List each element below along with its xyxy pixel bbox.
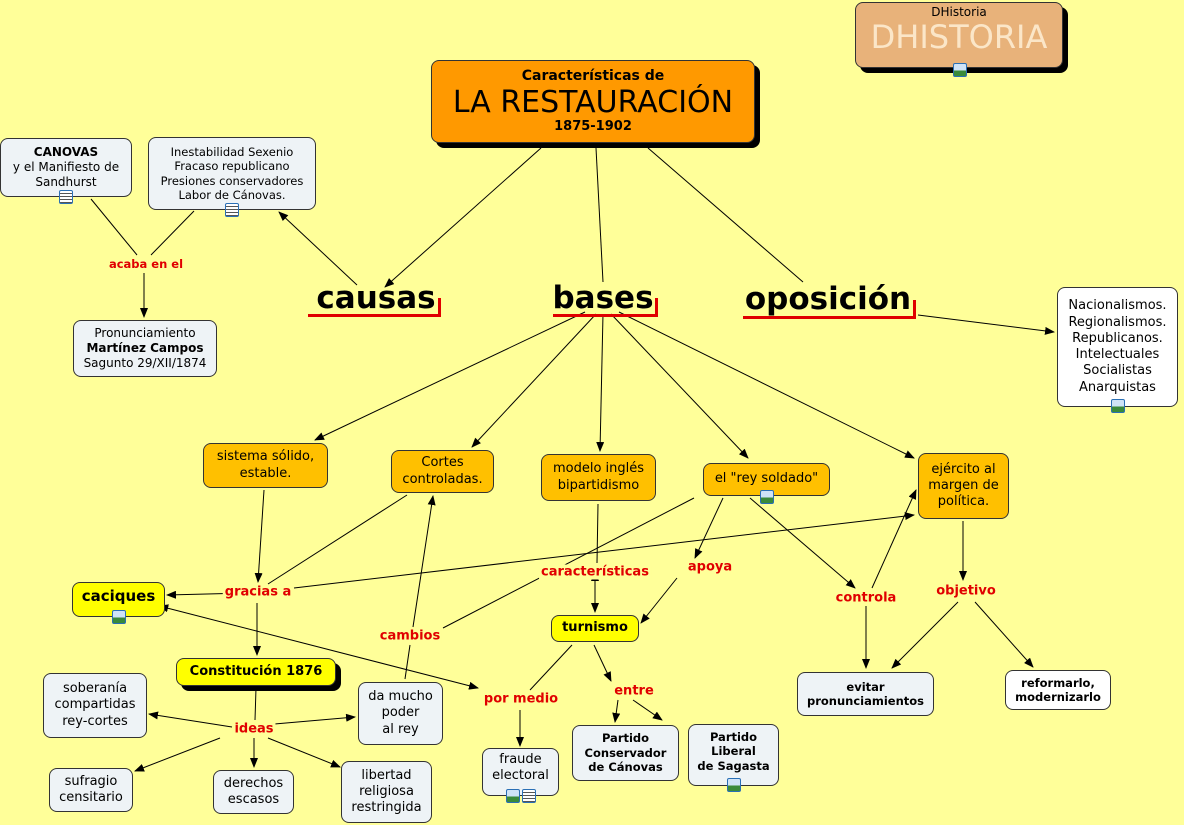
node-derechos[interactable]: derechos escasos <box>213 770 294 814</box>
node-constitucion[interactable]: Constitución 1876 <box>176 658 336 686</box>
image-icon[interactable] <box>759 490 774 504</box>
label-controla: controla <box>833 590 899 606</box>
image-icon[interactable] <box>1110 399 1125 413</box>
bases-underline <box>553 298 658 317</box>
node-caciques[interactable]: caciques <box>72 582 165 624</box>
node-da-mucho[interactable]: da mucho poder al rey <box>358 682 443 745</box>
image-icon[interactable] <box>111 610 126 624</box>
node-partido-liberal[interactable]: Partido Liberal de Sagasta <box>688 724 779 792</box>
logo-wordmark: DHISTORIA <box>870 18 1048 56</box>
node-fraude[interactable]: fraude electoral <box>482 748 559 803</box>
label-acaba-en-el: acaba en el <box>106 257 186 271</box>
sistema-text: sistema sólido, estable. <box>216 449 315 481</box>
conservador-text: Partido Conservador de Cánovas <box>584 731 667 775</box>
causas-underline <box>308 298 441 317</box>
node-evitar[interactable]: evitar pronunciamientos <box>797 672 934 716</box>
pronunciamiento-line2: Martínez Campos <box>86 341 204 355</box>
node-pronunciamiento[interactable]: Pronunciamiento Martínez Campos Sagunto … <box>73 320 217 377</box>
node-soberania[interactable]: soberanía compartidas rey-cortes <box>43 673 147 738</box>
label-apoya: apoya <box>685 559 735 575</box>
dhistoria-logo[interactable]: DHistoria DHISTORIA <box>855 2 1063 68</box>
ejercito-text: ejército al margen de política. <box>928 461 999 510</box>
title-main: LA RESTAURACIÓN <box>452 84 734 120</box>
node-modelo[interactable]: modelo inglés bipartidismo <box>541 454 656 501</box>
node-sistema[interactable]: sistema sólido, estable. <box>203 443 328 488</box>
cortes-text: Cortes controladas. <box>402 455 483 487</box>
libertad-text: libertad religiosa restringida <box>351 767 422 816</box>
rey-soldado-text: el "rey soldado" <box>714 471 819 487</box>
concept-causas[interactable]: causas <box>316 280 436 316</box>
sufragio-text: sufragio censitario <box>59 773 123 805</box>
canovas-heading: CANOVAS <box>33 145 99 159</box>
turnismo-text: turnismo <box>562 620 628 636</box>
evitar-text: evitar pronunciamientos <box>806 679 925 708</box>
pronunciamiento-line3: Sagunto 29/XII/1874 <box>83 356 207 370</box>
liberal-text: Partido Liberal de Sagasta <box>697 730 770 773</box>
concept-bases[interactable]: bases <box>552 280 654 316</box>
label-entre: entre <box>612 683 656 699</box>
node-ejercito[interactable]: ejército al margen de política. <box>918 453 1009 519</box>
inestabilidad-text: Inestabilidad Sexenio Fracaso republican… <box>160 144 304 202</box>
image-icon[interactable] <box>953 63 967 77</box>
pronunciamiento-line1: Pronunciamiento <box>94 326 196 340</box>
modelo-text: modelo inglés bipartidismo <box>552 461 645 493</box>
node-turnismo[interactable]: turnismo <box>551 615 639 642</box>
node-cortes[interactable]: Cortes controladas. <box>391 450 494 493</box>
document-icon[interactable] <box>521 789 536 803</box>
label-gracias-a: gracias a <box>222 584 294 600</box>
image-icon[interactable] <box>726 778 741 792</box>
document-icon[interactable] <box>225 203 239 217</box>
node-rey-soldado[interactable]: el "rey soldado" <box>703 463 830 504</box>
label-cambios: cambios <box>377 628 443 644</box>
document-icon[interactable] <box>59 190 73 204</box>
logo-caption: DHistoria <box>931 5 987 19</box>
reformarlo-text: reformarlo, modernizarlo <box>1015 675 1101 704</box>
title-node[interactable]: Características de LA RESTAURACIÓN 1875-… <box>431 60 755 143</box>
concept-oposicion[interactable]: oposición <box>744 281 912 317</box>
node-sufragio[interactable]: sufragio censitario <box>49 768 133 812</box>
node-oposiciones[interactable]: Nacionalismos. Regionalismos. Republican… <box>1057 287 1178 413</box>
node-partido-conservador[interactable]: Partido Conservador de Cánovas <box>572 725 679 781</box>
oposiciones-text: Nacionalismos. Regionalismos. Republican… <box>1068 298 1167 395</box>
node-canovas[interactable]: CANOVAS y el Manifiesto de Sandhurst <box>0 138 132 204</box>
canovas-text: y el Manifiesto de Sandhurst <box>12 160 120 189</box>
title-dates: 1875-1902 <box>554 118 632 134</box>
image-icon[interactable] <box>505 789 520 803</box>
caciques-text: caciques <box>81 587 156 605</box>
node-reformarlo[interactable]: reformarlo, modernizarlo <box>1005 670 1111 710</box>
label-caracteristicas: características <box>539 564 651 580</box>
node-libertad[interactable]: libertad religiosa restringida <box>341 761 432 823</box>
node-inestabilidad[interactable]: Inestabilidad Sexenio Fracaso republican… <box>148 137 316 217</box>
soberania-text: soberanía compartidas rey-cortes <box>54 681 136 729</box>
label-objetivo: objetivo <box>934 583 998 599</box>
label-ideas: ideas <box>232 721 276 737</box>
title-line1: Características de <box>521 68 665 85</box>
da-mucho-text: da mucho poder al rey <box>368 689 433 737</box>
fraude-text: fraude electoral <box>492 752 549 784</box>
constitucion-text: Constitución 1876 <box>189 663 323 679</box>
label-por-medio: por medio <box>481 691 561 707</box>
derechos-text: derechos escasos <box>223 775 284 807</box>
oposicion-underline <box>743 300 916 319</box>
